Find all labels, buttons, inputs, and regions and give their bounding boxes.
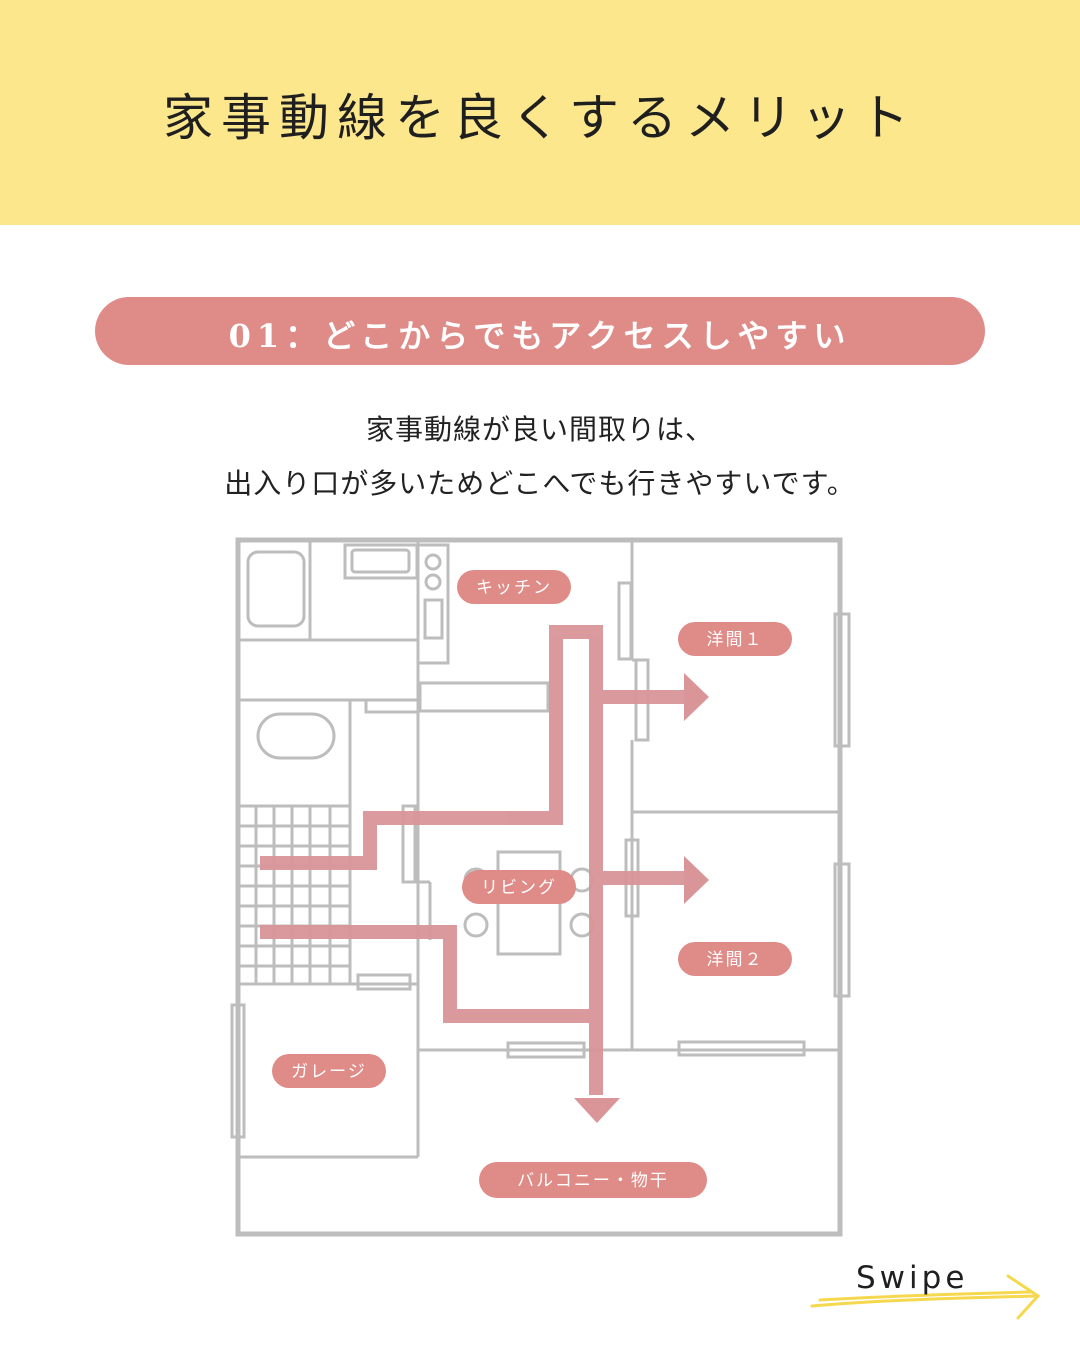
room-label-garage-text: ガレージ <box>291 1062 367 1082</box>
page-title: 家事動線を良くするメリット <box>163 89 917 147</box>
movement-paths <box>260 625 690 1095</box>
floor-plan-walls <box>230 537 851 1237</box>
section-heading-label: 01：どこからでもアクセスしやすい <box>228 317 852 355</box>
room-label-kitchen: キッチン <box>457 570 571 604</box>
room-label-garage: ガレージ <box>272 1054 386 1088</box>
path-arrowheads <box>574 673 709 1123</box>
storage-grid <box>238 806 352 986</box>
room-label-western2: 洋間２ <box>678 942 792 976</box>
swipe-arrow-icon[interactable] <box>810 1274 1041 1320</box>
arrow-to-western1 <box>684 673 709 721</box>
swipe-label[interactable]: Swipe <box>856 1260 969 1296</box>
description-line-1: 家事動線が良い間取りは、 <box>365 413 714 446</box>
arrow-to-balcony <box>574 1098 620 1123</box>
room-label-balcony-text: バルコニー・物干 <box>517 1171 669 1191</box>
room-label-western2-text: 洋間２ <box>707 950 764 970</box>
arrow-to-western2 <box>684 856 709 904</box>
room-label-living: リビング <box>462 870 576 904</box>
section-heading-pill: 01：どこからでもアクセスしやすい <box>95 297 985 365</box>
room-label-living-text: リビング <box>481 878 557 898</box>
description-line-2: 出入り口が多いためどこへでも行きやすいです。 <box>224 467 856 500</box>
room-label-western1-text: 洋間１ <box>707 630 764 650</box>
room-label-western1: 洋間１ <box>678 622 792 656</box>
header-band <box>0 0 1080 225</box>
room-label-balcony: バルコニー・物干 <box>479 1162 707 1198</box>
room-label-kitchen-text: キッチン <box>476 578 552 598</box>
